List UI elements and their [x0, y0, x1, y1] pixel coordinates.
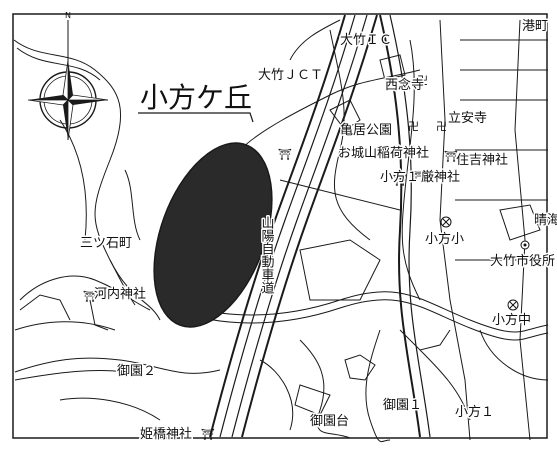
- shrine-icon: ⛩: [444, 150, 458, 163]
- label-misono1: 御園１: [383, 398, 422, 413]
- temple-icon: 卍: [408, 120, 419, 133]
- label-otake-jct: 大竹ＪＣＴ: [258, 68, 323, 83]
- label-ogata1: 小方１: [380, 169, 419, 185]
- highlighted-area: [153, 142, 273, 328]
- label-harumi: 晴海: [534, 213, 557, 228]
- label-ogata1-south: 小方１: [455, 404, 494, 420]
- shrine-icon: ⛩: [278, 148, 292, 161]
- label-itsukushima: 厳神社: [421, 169, 460, 185]
- label-ryuanji: 立安寺: [448, 111, 487, 126]
- shrine-icon: ⛩: [201, 428, 215, 441]
- shrine-icon: ⛩: [393, 174, 407, 187]
- label-minatomachi: 港町: [522, 19, 548, 34]
- label-himebashi-shrine: 姫橋神社: [140, 426, 192, 442]
- label-sainenji: 西念寺: [385, 77, 424, 93]
- label-ogata-middle: 小方中: [492, 312, 531, 328]
- area-title: 小方ケ丘: [140, 81, 252, 114]
- label-sumiyoshi: 住吉神社: [456, 152, 508, 168]
- label-sanyo-expressway: 山陽自動車道: [259, 216, 275, 294]
- compass-rose-icon: [27, 20, 109, 141]
- temple-icon: 卍: [417, 74, 428, 87]
- north-label: N: [65, 11, 71, 20]
- expressway: [209, 14, 431, 438]
- label-oshiroyama-inari: お城山稲荷神社: [338, 145, 429, 161]
- map-symbols: 卍 卍 卍 ⛩ ⛩ ⛩ ⛩ ⛩ ⛩: [83, 74, 458, 441]
- label-kameikoen: 亀居公園: [340, 123, 392, 138]
- label-ogata-elementary: 小方小: [425, 231, 464, 247]
- label-mitsuishi: 三ツ石町: [80, 236, 132, 251]
- label-otake-ic: 大竹ＩＣ: [340, 33, 392, 48]
- shrine-icon: ⛩: [412, 170, 426, 183]
- map-labels: 港町 大竹ＩＣ 大竹ＪＣＴ 西念寺 亀居公園 立安寺 お城山稲荷神社 住吉神社 …: [79, 18, 557, 444]
- temple-icon: 卍: [436, 120, 447, 133]
- label-otake-city-hall: 大竹市役所: [490, 253, 555, 269]
- map-frame: [12, 13, 548, 439]
- label-misono2: 御園２: [117, 364, 156, 379]
- title-leader-line: [138, 112, 254, 123]
- label-misono-dai: 御園台: [310, 414, 349, 429]
- shrine-icon: ⛩: [83, 290, 97, 303]
- label-kawachi-shrine: 河内神社: [94, 286, 146, 302]
